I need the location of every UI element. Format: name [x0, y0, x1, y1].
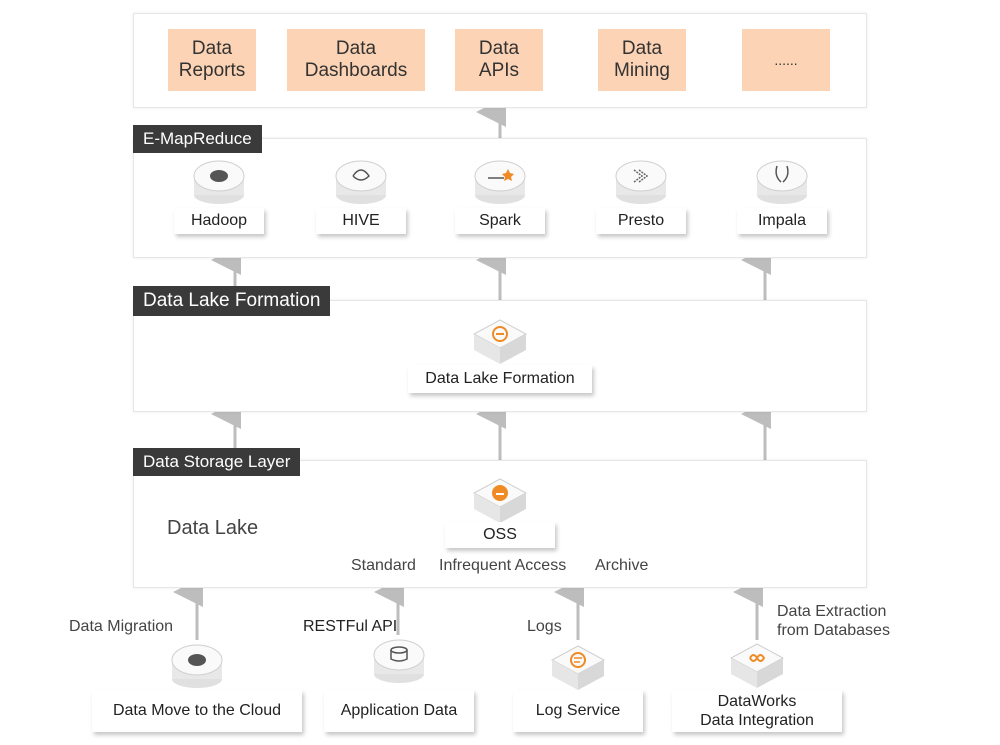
arrow-label-data-migration: Data Migration — [69, 618, 174, 635]
output-data-apis: Data APIs — [455, 29, 543, 91]
output-more: ...... — [742, 29, 830, 91]
output-data-dashboards: Data Dashboards — [287, 29, 425, 91]
arrow-label-restful-api: RESTFul API — [303, 618, 398, 635]
emr-tag: E-MapReduce — [133, 125, 262, 153]
source-box-log-service: Log Service — [513, 690, 643, 732]
impala-icon — [756, 160, 808, 204]
source-box-dataworks: DataWorks Data Integration — [672, 690, 842, 732]
storage-class-standard: Standard — [351, 557, 416, 574]
source-box-dataworks-text: DataWorks Data Integration — [700, 693, 814, 729]
oss-label: OSS — [445, 522, 555, 548]
data-lake-label: Data Lake — [167, 517, 259, 539]
output-data-mining: Data Mining — [598, 29, 686, 91]
database-icon — [373, 639, 425, 683]
engine-label-spark: Spark — [455, 208, 545, 234]
log-service-icon — [550, 645, 606, 690]
storage-class-infrequent-access: Infrequent Access — [439, 557, 567, 574]
presto-icon — [615, 160, 667, 204]
hive-icon — [335, 160, 387, 204]
source-box-application-data: Application Data — [324, 690, 474, 732]
hadoop-icon — [193, 160, 245, 204]
dlf-label: Data Lake Formation — [408, 365, 592, 393]
dataworks-icon — [729, 643, 785, 688]
data-move-icon — [171, 644, 223, 688]
data-lake-formation-icon — [472, 319, 528, 364]
engine-label-hadoop: Hadoop — [174, 208, 264, 234]
output-data-reports: Data Reports — [168, 29, 256, 91]
engine-label-impala: Impala — [737, 208, 827, 234]
dlf-tag: Data Lake Formation — [133, 286, 331, 316]
spark-icon — [474, 160, 526, 204]
source-box-data-move: Data Move to the Cloud — [92, 690, 302, 732]
storage-class-archive: Archive — [595, 557, 649, 574]
oss-icon — [472, 478, 528, 523]
storage-tag: Data Storage Layer — [133, 448, 301, 476]
engine-label-presto: Presto — [596, 208, 686, 234]
arrow-label-data-extraction: Data Extraction from Databases — [777, 603, 890, 639]
arrow-label-logs: Logs — [527, 618, 562, 635]
engine-label-hive: HIVE — [316, 208, 406, 234]
